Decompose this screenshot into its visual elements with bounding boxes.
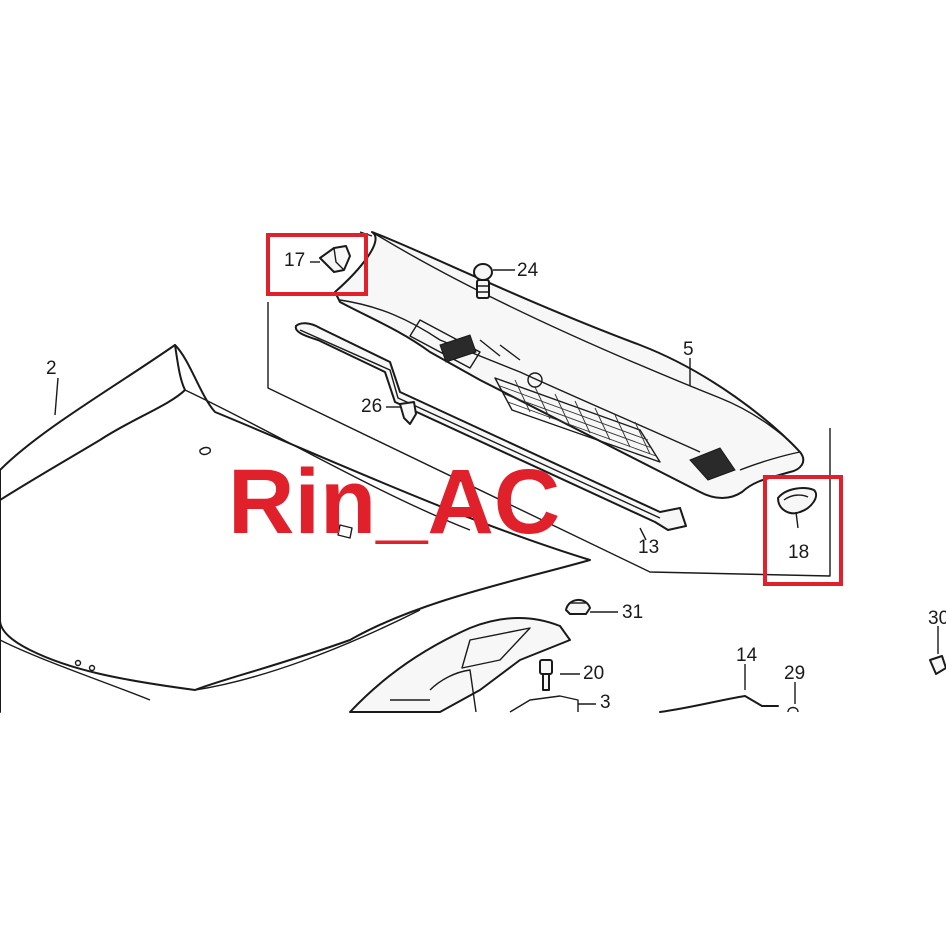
callout-31: 31 bbox=[622, 602, 643, 623]
fastener-29-part bbox=[787, 706, 799, 713]
bracket-18-part bbox=[777, 487, 818, 529]
callout-17: 17 bbox=[284, 250, 305, 271]
seal-strip-part bbox=[294, 322, 687, 531]
bolt-24-part bbox=[473, 263, 493, 299]
callout-20: 20 bbox=[583, 663, 604, 684]
callout-2: 2 bbox=[46, 358, 57, 379]
highlight-box-18 bbox=[763, 475, 843, 586]
leader-lines bbox=[54, 261, 939, 705]
clip-26-part bbox=[399, 401, 417, 425]
callout-13: 13 bbox=[638, 537, 659, 558]
grommet-31-part bbox=[565, 599, 591, 615]
hood-part bbox=[0, 344, 591, 713]
callout-29: 29 bbox=[784, 663, 805, 684]
hood-rod-part bbox=[659, 695, 779, 713]
callout-30: 30 bbox=[928, 608, 946, 629]
hood-panel-part bbox=[349, 617, 579, 713]
highlight-box-17 bbox=[266, 233, 368, 296]
cowl-top-part bbox=[334, 231, 805, 499]
watermark-text: Rin_AC bbox=[228, 451, 560, 553]
callout-18: 18 bbox=[788, 542, 809, 563]
callout-3: 3 bbox=[600, 692, 611, 713]
callout-5: 5 bbox=[683, 339, 694, 360]
callout-24: 24 bbox=[517, 260, 539, 281]
clip-17-part bbox=[319, 245, 351, 273]
fastener-30-part bbox=[929, 655, 946, 675]
stud-20-part bbox=[539, 659, 553, 691]
callout-26: 26 bbox=[361, 396, 382, 417]
callout-14: 14 bbox=[736, 645, 758, 666]
